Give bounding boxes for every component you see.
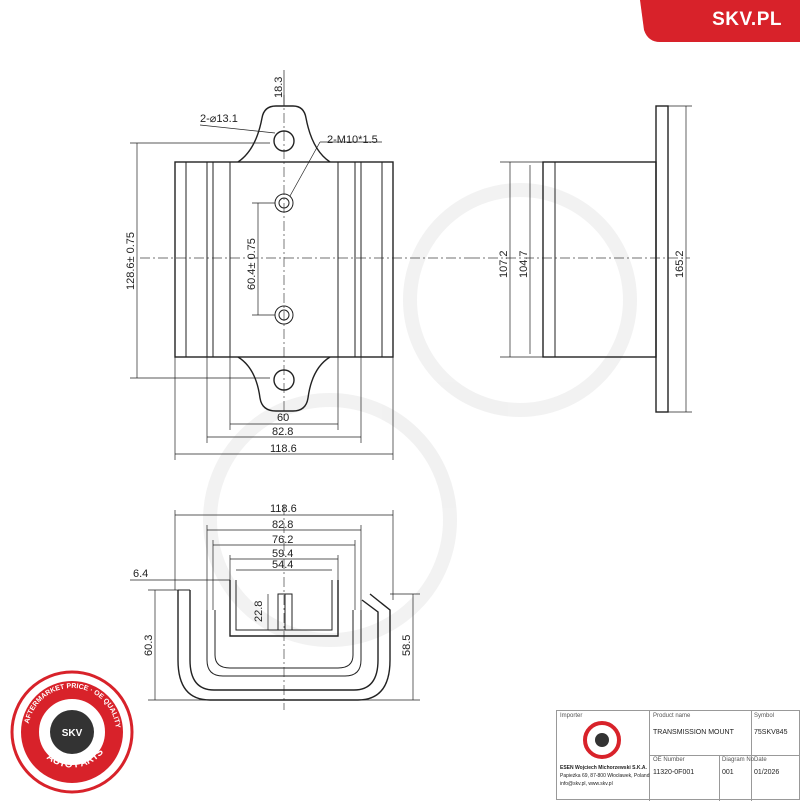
brand-logo[interactable]: SKV.PL bbox=[712, 9, 782, 30]
gear-icon bbox=[50, 710, 94, 754]
dim-inner-height: 107.2 bbox=[498, 250, 510, 278]
importer-name: ESEN Wojciech Michorzewski S.K.A. bbox=[560, 765, 647, 771]
dim-hole-spacing: 60.4± 0.75 bbox=[246, 238, 258, 290]
watermark-gear bbox=[203, 183, 637, 647]
date-label: Date bbox=[754, 757, 767, 763]
dim-width-118-6: 118.6 bbox=[270, 443, 297, 455]
dim-flange-height: 165.2 bbox=[674, 250, 686, 278]
symbol-value: 75SKV845 bbox=[754, 729, 788, 736]
importer-contact: info@skv.pl, www.skv.pl bbox=[560, 781, 613, 787]
seal-center-text: SKV bbox=[62, 728, 83, 739]
diagram-number: 001 bbox=[722, 769, 734, 776]
date-value: 01/2026 bbox=[754, 769, 780, 776]
dim-front-59-4: 59.4 bbox=[272, 548, 293, 560]
dim-body-height: 104.7 bbox=[518, 250, 530, 278]
dim-front-76-2: 76.2 bbox=[272, 534, 293, 546]
top-view: 18.3 2-⌀13.1 2-M10*1.5 128.6± 0.75 60.4±… bbox=[125, 70, 470, 460]
brand-corner-shape bbox=[640, 0, 800, 42]
dim-front-82-8: 82.8 bbox=[272, 519, 293, 531]
symbol-label: Symbol bbox=[754, 713, 775, 719]
dim-width-82-8: 82.8 bbox=[272, 426, 293, 438]
dim-front-left-height: 60.3 bbox=[143, 635, 155, 656]
dim-lug-height: 18.3 bbox=[273, 77, 285, 98]
product-name-label: Product name bbox=[653, 713, 691, 719]
dim-width-60: 60 bbox=[277, 412, 289, 424]
importer-address: Papieżka 69, 87-800 Włocławek, Poland bbox=[560, 773, 650, 779]
quality-seal: AFTERMARKET PRICE · OE QUALITY AUTO PART… bbox=[10, 670, 134, 794]
dim-thread: 2-M10*1.5 bbox=[327, 134, 378, 146]
dim-front-stud: 22.8 bbox=[253, 601, 265, 622]
diagram-label: Diagram No bbox=[722, 757, 755, 763]
dim-front-54-4: 54.4 bbox=[272, 559, 293, 571]
product-name: TRANSMISSION MOUNT bbox=[653, 729, 734, 736]
dim-overall-height: 128.6± 0.75 bbox=[125, 232, 137, 290]
side-view: 107.2 104.7 165.2 bbox=[470, 105, 692, 413]
dim-front-118-6: 118.6 bbox=[270, 503, 297, 515]
title-block: Importer ESEN Wojciech Michorzewski S.K.… bbox=[556, 710, 800, 801]
dim-hole-dia: 2-⌀13.1 bbox=[200, 113, 238, 125]
dim-front-lip: 6.4 bbox=[133, 568, 148, 580]
front-view: 118.6 82.8 76.2 59.4 54.4 6.4 22.8 60.3 … bbox=[130, 503, 420, 710]
oe-label: OE Number bbox=[653, 757, 685, 763]
dim-front-right-height: 58.5 bbox=[401, 635, 413, 656]
importer-label: Importer bbox=[560, 713, 583, 719]
oe-number: 11320-0F001 bbox=[653, 769, 695, 776]
importer-seal-icon bbox=[583, 721, 621, 759]
